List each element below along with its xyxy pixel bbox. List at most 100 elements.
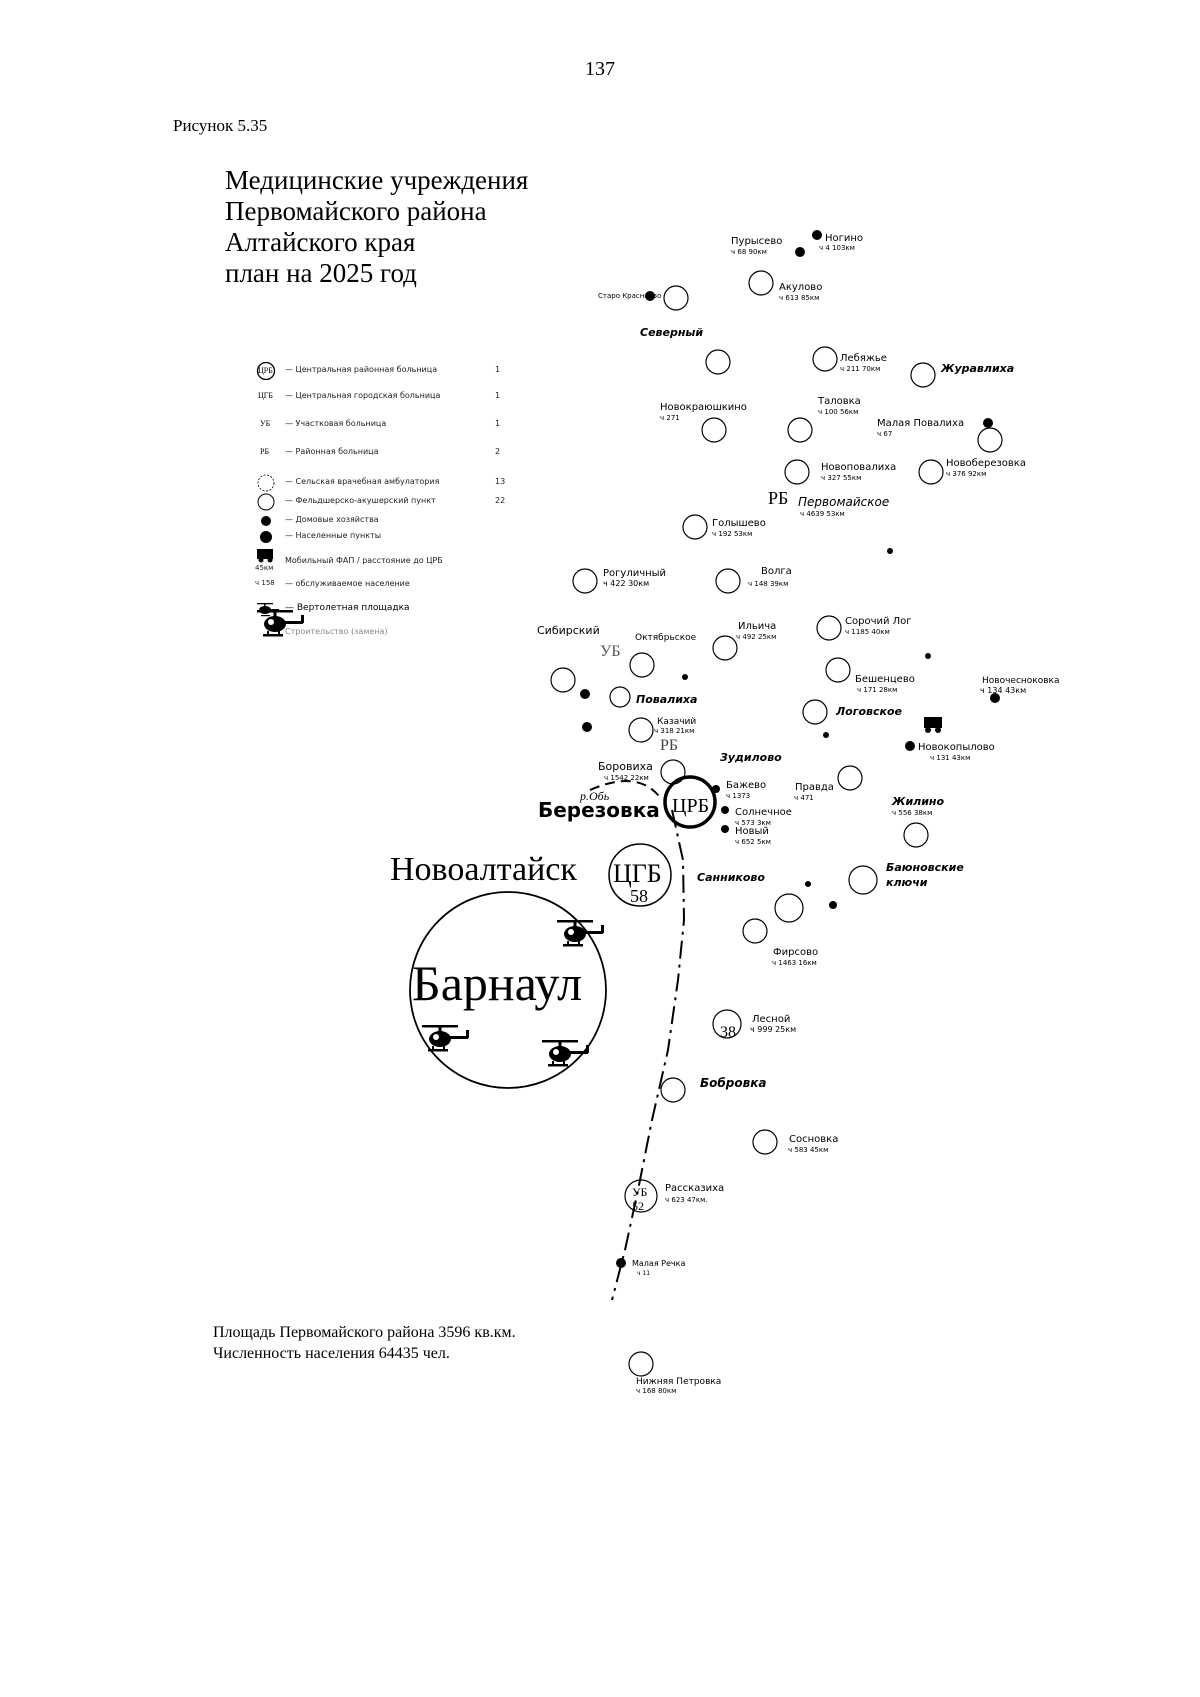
settlement-label-cont: ключи [886, 876, 928, 889]
map-footer: Площадь Первомайского района 3596 кв.км.… [213, 1322, 516, 1364]
legend-symbol-text: ЦГБ [258, 391, 273, 400]
legend-count: 1 [495, 365, 501, 374]
settlement-info: ч 148 39км [748, 580, 788, 588]
settlement-info: ч 492 25км [736, 633, 776, 641]
fap-marker [550, 667, 576, 693]
settlement-info: ч 134 43км [980, 686, 1026, 695]
fap-marker [812, 346, 838, 372]
river-arc [589, 780, 663, 801]
settlement-label: Правда [795, 782, 834, 793]
fap-marker [977, 427, 1003, 453]
cgb-circle [608, 843, 672, 907]
mobile-fap-icon [924, 717, 942, 733]
cgb-number: 58 [630, 886, 648, 906]
settlement-info: ч 271 [660, 414, 680, 422]
settlement-label: Акулово [779, 282, 822, 293]
fap-marker [774, 893, 804, 923]
settlement-label: Зудилово [720, 751, 782, 764]
settlement-label: Новоповалиха [821, 462, 896, 473]
settlement-info: ч 327 55км [821, 474, 861, 482]
settlement-label: Волга [761, 566, 792, 577]
settlement-label: Сосновка [789, 1134, 838, 1145]
rasskaziha-mark: УБ [632, 1185, 647, 1199]
settlement-dot [712, 785, 720, 793]
legend-text: — Центральная районная больница [285, 365, 438, 374]
legend-text: — Фельдшерско-акушерский пункт [285, 496, 436, 505]
barnaul-label: Барнаул [412, 955, 582, 1011]
fap-marker [715, 568, 741, 594]
settlement-label: Лебяжье [840, 353, 887, 364]
settlement-info: ч 171 28км [857, 686, 897, 694]
settlement-label: Новый [735, 826, 769, 837]
fap-marker [816, 615, 842, 641]
settlement-label: Ногино [825, 233, 863, 244]
settlement-label: Октябрьское [635, 633, 697, 643]
settlement-dot [721, 806, 729, 814]
settlement-info: ч 623 47км. [665, 1196, 708, 1204]
fap-marker [742, 918, 768, 944]
settlement-label: Старо Краснояво [598, 292, 661, 300]
berezovka-label: Березовка [538, 798, 660, 822]
fap-marker [918, 459, 944, 485]
settlement-label: Логовское [835, 705, 903, 718]
fap-marker [682, 514, 708, 540]
rasskaziha-number: 52 [632, 1199, 644, 1213]
rb-label-pervomayskoe: РБ [768, 488, 788, 508]
legend-text: Мобильный ФАП / расстояние до ЦРБ [285, 556, 443, 565]
settlement-label: Пурысево [731, 236, 782, 247]
title-line-1: Медицинские учреждения [225, 165, 529, 195]
settlement-label: Северный [640, 326, 703, 339]
settlement-info: ч 471 [794, 794, 814, 802]
settlement-label: Бешенцево [855, 674, 915, 685]
ub-label: УБ [600, 643, 621, 660]
settlement-info: ч 1463 16км [772, 959, 817, 967]
helicopter-icon [542, 1040, 589, 1067]
fap-marker [701, 417, 727, 443]
settlement-label: Рассказиха [665, 1183, 724, 1194]
settlement-label: Сибирский [537, 624, 600, 637]
settlement-info: ч 318 21км [654, 727, 694, 735]
settlement-info: ч 4639 53км [800, 510, 845, 518]
legend-symbol-text: УБ [260, 419, 271, 428]
legend-item-rb: РБ — Районная больница 2 [255, 444, 525, 462]
fap-marker [825, 657, 851, 683]
legend-symbol-text: 45км [255, 564, 274, 572]
legend-count: 1 [495, 391, 501, 400]
legend-item-mobile-fap: 45км Мобильный ФАП / расстояние до ЦРБ [255, 546, 525, 572]
legend-text: — Центральная городская больница [285, 391, 441, 400]
settlement-info: ч 556 38км [892, 809, 932, 817]
legend-item-settlements: — Населенные пункты [255, 528, 525, 546]
settlement-label: Повалиха [636, 693, 697, 706]
settlement-dot [905, 741, 915, 751]
settlement-label: Журавлиха [940, 362, 1014, 375]
fap-marker [910, 362, 936, 388]
settlement-dot [645, 291, 655, 301]
crb-symbol-icon [256, 362, 276, 380]
district-boundary [611, 809, 686, 1301]
settlement-label: Таловка [817, 396, 861, 407]
legend-symbol-text: РБ [260, 447, 270, 456]
settlement-label: Ильича [738, 621, 776, 632]
legend-item-fap: — Фельдшерско-акушерский пункт 22 [255, 493, 525, 511]
settlement-dot [829, 901, 837, 909]
settlement-info: ч 131 43км [930, 754, 970, 762]
legend-text: — Вертолетная площадка [285, 603, 410, 613]
legend-count: 13 [495, 477, 506, 486]
settlement-label: Жилино [891, 795, 945, 808]
map-title: Медицинские учреждения Первомайского рай… [225, 165, 528, 289]
settlement-label: Лесной [752, 1014, 790, 1025]
settlement-dot [616, 1258, 626, 1268]
legend-text: — Районная больница [285, 447, 379, 456]
legend-item-cgb: ЦГБ — Центральная городская больница 1 [255, 388, 525, 406]
settlement-info: ч 1185 40км [845, 628, 890, 636]
settlement-label: Бобровка [700, 1076, 766, 1090]
settlement-info: ч 999 25км [750, 1025, 796, 1034]
settlement-dot [795, 247, 805, 257]
legend-symbol-text: ч 158 [255, 579, 275, 587]
fap-marker [705, 349, 731, 375]
settlement-label: Баюновские [886, 861, 964, 874]
legend-symbol-text: ЦРБ [258, 366, 273, 375]
legend-text: — Сельская врачебная амбулатория [285, 477, 440, 486]
settlement-dot [582, 722, 592, 732]
settlement-dot [823, 732, 829, 738]
